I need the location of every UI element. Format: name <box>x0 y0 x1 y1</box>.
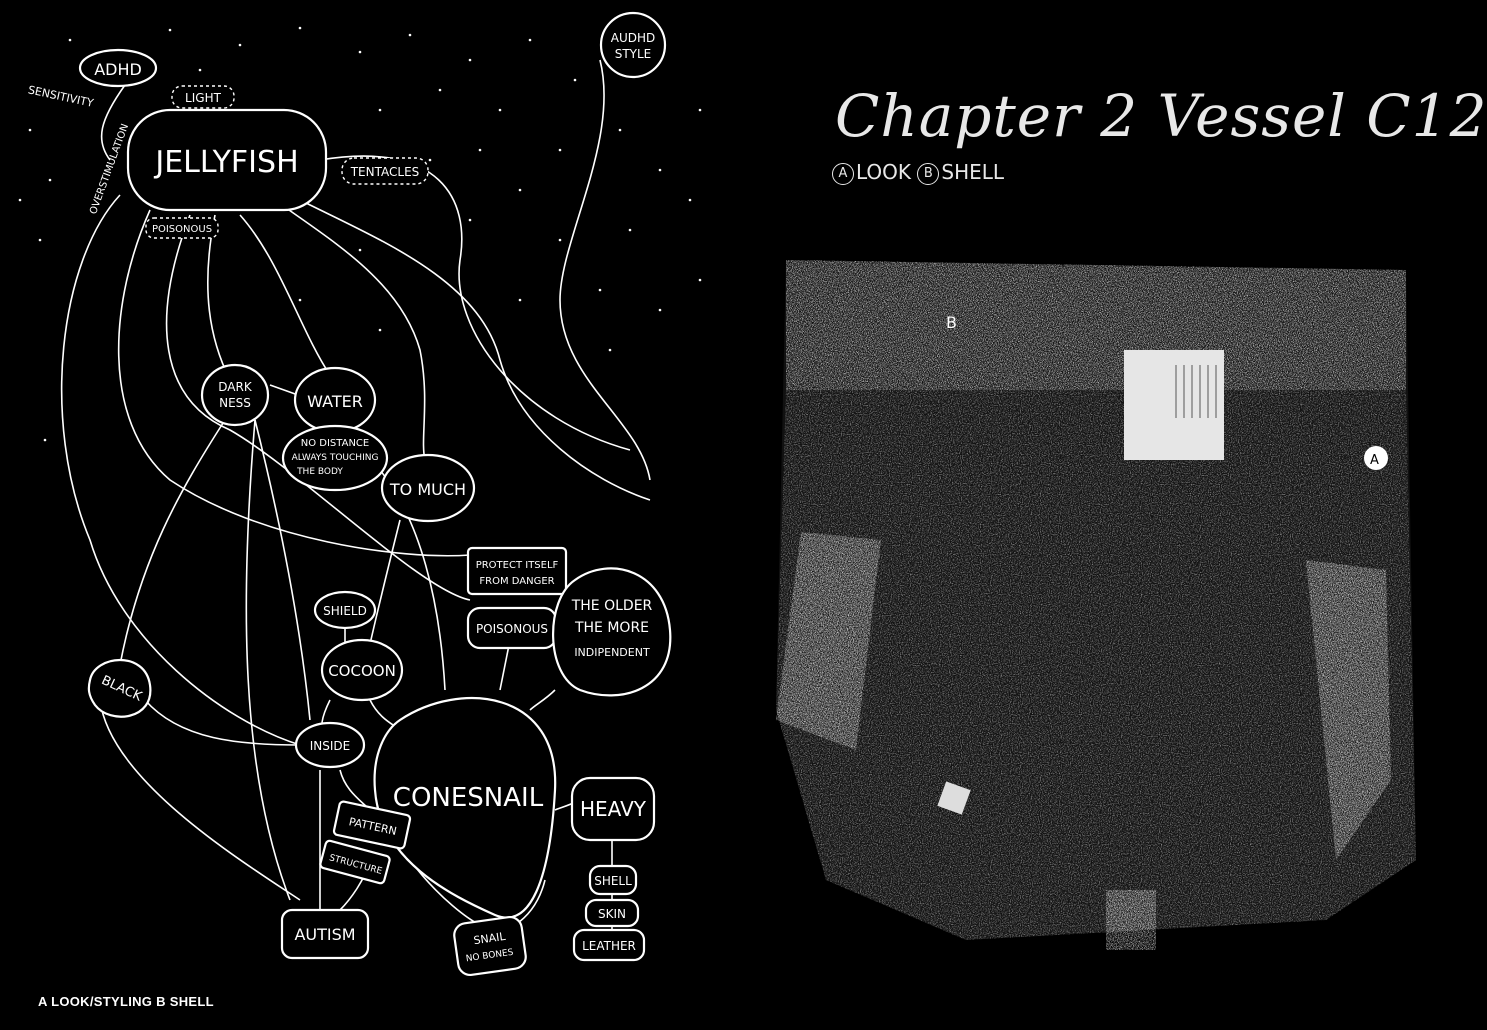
snail-node <box>453 915 527 977</box>
look-label: LOOK <box>856 160 912 184</box>
to-much-label: TO MUCH <box>389 480 466 499</box>
darkness-label-2: NESS <box>219 396 251 410</box>
poisonous-mid-label: POISONOUS <box>476 622 548 636</box>
light-tag <box>171 85 235 109</box>
photo-marker-b: B <box>946 313 957 332</box>
page-caption: A LOOK/STYLING B SHELL <box>38 994 214 1009</box>
inside-label: INSIDE <box>310 739 351 753</box>
shield-label: SHIELD <box>323 604 367 618</box>
right-wall <box>1306 560 1391 860</box>
older-label-2: THE MORE <box>574 620 649 636</box>
no-distance-label-1: NO DISTANCE <box>301 438 369 449</box>
bottom-bench <box>1106 890 1156 950</box>
cocoon-label: COCOON <box>328 662 396 680</box>
shell-label: SHELL <box>594 874 632 888</box>
shell-node <box>588 864 638 896</box>
jellyfish-label: JELLYFISH <box>153 145 298 180</box>
skin-node <box>584 898 640 928</box>
older-label-3: INDIPENDENT <box>574 646 650 659</box>
older-label-1: THE OLDER <box>571 598 653 614</box>
photo-marker-a-icon <box>1364 446 1388 470</box>
cocoon-node <box>320 638 404 702</box>
overstimulation-label: OVERSTIMULATION <box>88 122 131 215</box>
adhd-label: ADHD <box>94 60 142 79</box>
marker-a-icon: A <box>832 162 854 185</box>
poisonous-top-tag <box>145 217 219 239</box>
poisonous-top-label: POISONOUS <box>152 224 212 235</box>
skin-label: SKIN <box>598 907 626 921</box>
pattern-node <box>332 800 412 850</box>
snail-label-1: SNAIL <box>473 930 507 947</box>
older-node <box>552 567 672 697</box>
marker-b-icon: B <box>917 162 940 185</box>
shed-planks <box>1175 365 1217 418</box>
adhd-bubble <box>78 48 158 88</box>
structure-node <box>319 839 391 885</box>
conesnail-label: CONESNAIL <box>393 783 544 813</box>
to-much-node <box>380 453 476 523</box>
darkness-label-1: DARK <box>218 380 253 394</box>
stone-tile <box>937 781 971 815</box>
style-label: STYLE <box>615 47 652 61</box>
audhd-label: AUDHD <box>611 31 656 45</box>
shed <box>1124 350 1224 460</box>
no-distance-node <box>281 424 389 492</box>
garden-photo: B A <box>776 260 1416 950</box>
light-label: LIGHT <box>185 91 222 105</box>
black-node <box>87 659 152 718</box>
stars <box>18 26 702 442</box>
protect-label-2: FROM DANGER <box>479 576 554 587</box>
left-bench <box>776 532 881 750</box>
connector-lines <box>60 59 651 930</box>
inside-node <box>294 721 366 769</box>
darkness-node <box>200 363 270 427</box>
heavy-label: HEAVY <box>580 797 647 821</box>
no-distance-label-3: THE BODY <box>296 467 343 477</box>
water-label: WATER <box>307 392 363 411</box>
mind-map: .ln { stroke:#fff; stroke-width:1.6; fil… <box>18 11 702 977</box>
shield-node <box>313 590 377 630</box>
tentacles-label: TENTACLES <box>350 165 420 179</box>
protect-label-1: PROTECT ITSELF <box>476 560 559 571</box>
autism-node <box>280 908 370 960</box>
photo-marker-a: A <box>1370 453 1379 468</box>
foliage-top <box>786 260 1406 390</box>
shell-label: SHELL <box>941 160 1005 184</box>
leather-label: LEATHER <box>582 939 636 953</box>
chapter-title: Chapter 2 Vessel C12 <box>835 82 1487 150</box>
heavy-node <box>570 776 656 842</box>
ground-texture <box>776 390 1416 940</box>
page-spread: .ln { stroke:#fff; stroke-width:1.6; fil… <box>18 11 1487 1009</box>
protect-node <box>466 546 568 596</box>
autism-label: AUTISM <box>294 925 355 944</box>
jellyfish-node <box>126 108 328 212</box>
tentacles-tag <box>341 157 429 185</box>
sensitivity-label: SENSITIVITY <box>27 83 95 110</box>
leather-node <box>572 928 646 962</box>
no-distance-label-2: ALWAYS TOUCHING <box>292 453 379 463</box>
audhd-style-bubble <box>599 11 667 79</box>
